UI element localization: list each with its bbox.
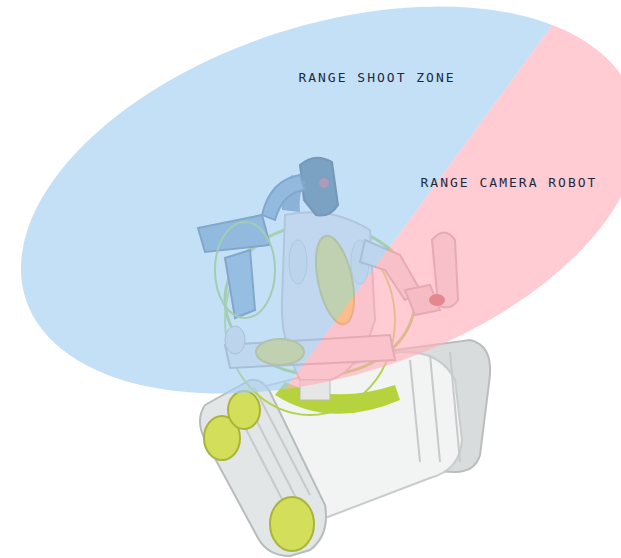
zone-label: RANGE SHOOT ZONE	[298, 70, 455, 86]
label-holder: RANGE CAMERA ROBOT	[417, 173, 602, 193]
label-holder: RANGE SHOOT ZONE	[294, 68, 459, 88]
shoot-zone-ellipse-fill	[0, 0, 621, 465]
zone-label: RANGE CAMERA ROBOT	[421, 175, 598, 191]
camera-range-sector-fill	[0, 0, 621, 465]
